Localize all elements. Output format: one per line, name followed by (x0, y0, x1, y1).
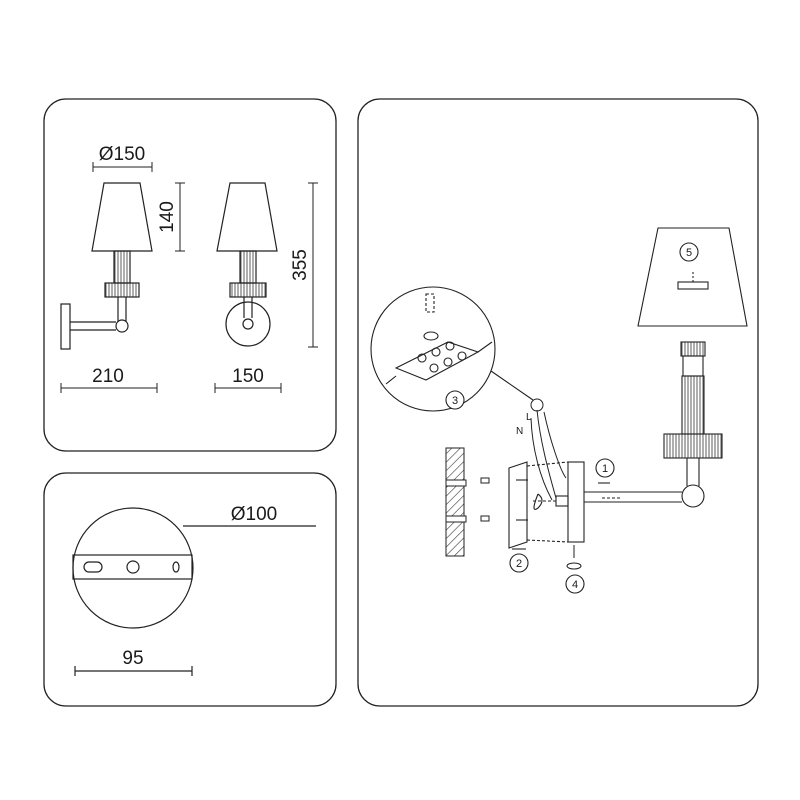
detail-leader (490, 370, 534, 401)
step-1-marker (595, 458, 615, 478)
dimensions-panel: Ø150 140 355 210 150 (43, 98, 337, 452)
projection-label: 210 (92, 366, 124, 387)
step-4-rotation-arrow (566, 562, 582, 570)
mount-diameter-label: Ø100 (231, 504, 277, 525)
front-view-shade (216, 182, 278, 252)
installation-panel-frame (357, 98, 759, 707)
installation-panel: L N (357, 98, 759, 707)
live-wire-label: L (526, 412, 532, 423)
detail-rotation-arrow (423, 331, 439, 341)
backplate-width-label: 150 (232, 366, 264, 387)
mounting-slot (83, 561, 103, 573)
mounting-center-hole (126, 560, 140, 574)
backplate-socket (555, 495, 569, 507)
side-view-joint (115, 319, 129, 333)
step-1-label: 1 (602, 463, 608, 475)
mounting-plate-panel-frame (43, 472, 337, 707)
mounting-bar (72, 554, 193, 580)
step-2-marker (509, 553, 529, 573)
lamp-collar (663, 433, 723, 459)
terminal-wire-right (477, 341, 493, 353)
neutral-wire-label: N (516, 426, 523, 437)
mounting-disc (72, 507, 194, 629)
front-view-collar (229, 282, 267, 298)
side-view-shade (91, 182, 153, 252)
step-3-marker (445, 390, 465, 410)
lamp-backplate (567, 461, 585, 543)
mount-span-label: 95 (122, 648, 143, 669)
wall-section (445, 447, 465, 557)
total-height-label: 355 (290, 249, 311, 281)
step-4-label: 4 (572, 579, 578, 591)
terminal-screws (417, 341, 467, 373)
shade-diameter-label: Ø150 (99, 144, 145, 165)
lamp-cap (680, 341, 706, 357)
terminal-wire-left (385, 375, 397, 385)
shade-ring (677, 281, 709, 290)
side-view-column (113, 250, 131, 284)
dimensions-panel-frame (43, 98, 337, 452)
front-view-lamp (216, 182, 278, 347)
lamp-shade (637, 227, 748, 327)
mounting-bracket (508, 461, 528, 549)
terminal-detail-bubble (370, 286, 496, 412)
front-view-joint (242, 318, 254, 330)
step-4-marker (565, 574, 585, 594)
step-5-marker (679, 242, 699, 262)
wall-anchor-top (445, 479, 467, 487)
shade-height-label: 140 (157, 201, 178, 233)
dowel-bottom (480, 515, 490, 522)
mounting-screw-hole (172, 561, 180, 573)
front-view-column (239, 250, 257, 284)
wall-anchor-bottom (445, 515, 467, 523)
lamp-assembly (584, 227, 748, 508)
step-5-label: 5 (686, 247, 692, 259)
lamp-column (681, 375, 705, 435)
mounting-plate-panel: Ø100 95 (43, 472, 337, 707)
lamp-joint (681, 484, 705, 508)
supply-wires (530, 398, 567, 501)
front-view-backplate (225, 301, 271, 347)
dowel-top (480, 477, 490, 484)
fixing-nut (533, 493, 543, 510)
side-view-lamp (60, 182, 153, 350)
side-view-collar (104, 282, 140, 298)
side-view-backplate (60, 303, 71, 350)
dimension-lines (60, 162, 318, 393)
step-3-label: 3 (452, 395, 458, 407)
step-2-label: 2 (516, 558, 522, 570)
detail-screwdriver (425, 293, 435, 313)
